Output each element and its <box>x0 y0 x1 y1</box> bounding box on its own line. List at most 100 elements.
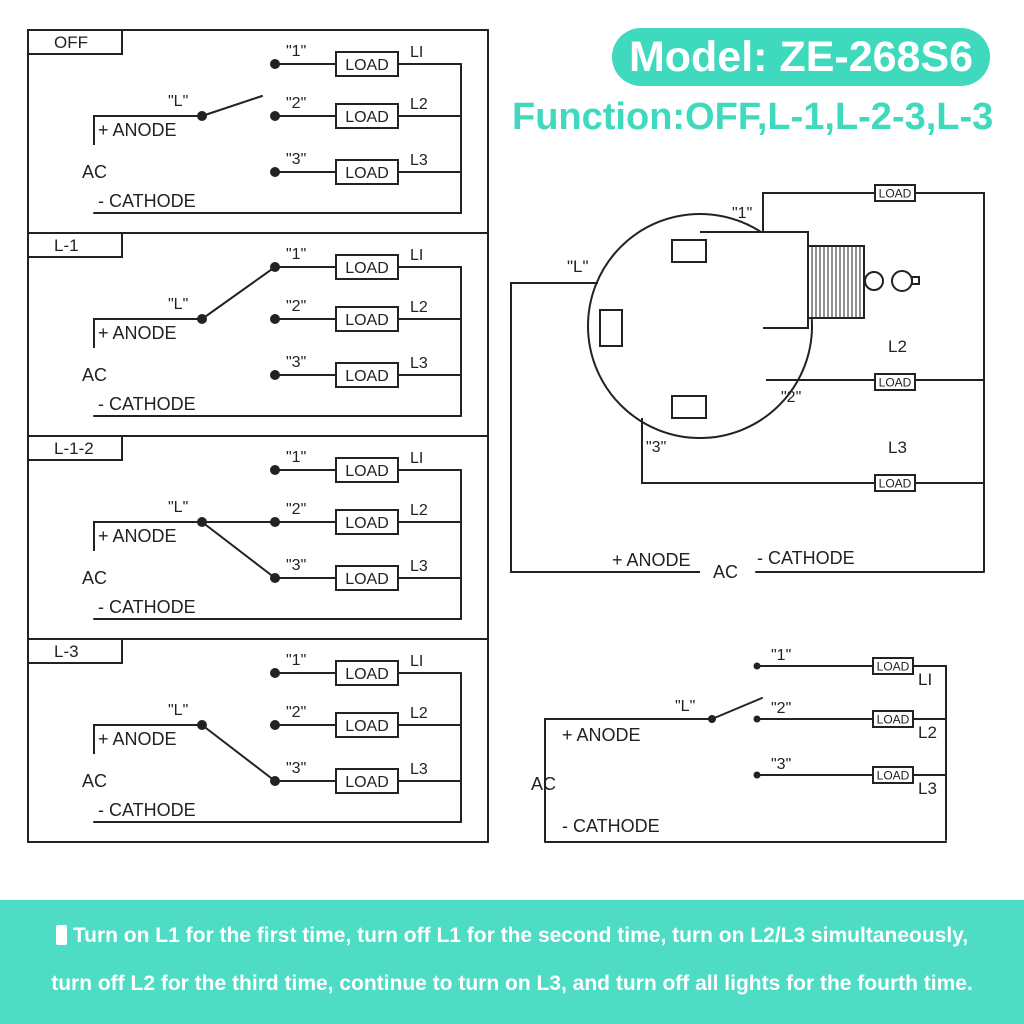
load-label: LOAD <box>345 774 389 791</box>
terminal-label: "3" <box>286 151 306 168</box>
state-tab <box>27 638 123 664</box>
load-label: LOAD <box>345 109 389 126</box>
state-label: L-1 <box>54 236 79 255</box>
state-label: OFF <box>54 33 88 52</box>
terminal-label: "2" <box>286 298 306 315</box>
line-label: L2 <box>410 96 428 113</box>
line-label: L3 <box>918 779 937 798</box>
anode-wire <box>93 115 202 145</box>
cathode-label: - CATHODE <box>757 548 855 568</box>
cathode-label: - CATHODE <box>562 816 660 836</box>
load-label: LOAD <box>345 571 389 588</box>
terminal-pad <box>671 395 707 419</box>
line-label: LI <box>410 247 423 264</box>
terminal-label: "1" <box>286 652 306 669</box>
ac-label: AC <box>82 365 107 385</box>
terminal-label: "3" <box>771 756 791 773</box>
cathode-label: - CATHODE <box>98 597 196 617</box>
line-label: L2 <box>410 502 428 519</box>
anode-wire <box>93 521 202 551</box>
common-label: "L" <box>567 257 589 276</box>
anode-label: + ANODE <box>98 526 177 546</box>
terminal-label: "1" <box>732 205 752 222</box>
load-label: LOAD <box>345 165 389 182</box>
load-label: LOAD <box>877 659 910 673</box>
terminal-label: "3" <box>286 557 306 574</box>
terminal-label: "2" <box>781 389 801 406</box>
terminal-label: "2" <box>286 95 306 112</box>
line-label: L2 <box>410 705 428 722</box>
switch-mount <box>700 232 808 328</box>
state-panels: OFF "1" LOAD LI "2" LOAD L2 "3" LOAD L3 - CATHODE +… <box>27 29 489 843</box>
ac-label: AC <box>82 771 107 791</box>
common-label: "L" <box>168 499 188 516</box>
switch-arm <box>201 266 276 320</box>
load-box <box>335 103 399 129</box>
load-label: LOAD <box>879 186 912 200</box>
anode-label: + ANODE <box>562 725 641 745</box>
anode-wire <box>93 318 202 348</box>
terminal-label: "1" <box>286 246 306 263</box>
chain-bead <box>864 271 884 291</box>
chain-bead <box>891 270 913 292</box>
load-label: LOAD <box>345 312 389 329</box>
load-box <box>335 712 399 738</box>
line-label: LI <box>410 450 423 467</box>
common-label: "L" <box>168 296 188 313</box>
load-label: LOAD <box>345 463 389 480</box>
load-box <box>874 373 916 391</box>
line-label: L3 <box>410 558 428 575</box>
line-label: L2 <box>888 337 907 356</box>
load-box <box>335 660 399 686</box>
load-box <box>335 768 399 794</box>
terminal-label: "2" <box>286 704 306 721</box>
terminal-label: "2" <box>286 501 306 518</box>
state-label: L-3 <box>54 642 79 661</box>
terminal-label: "1" <box>771 647 791 664</box>
switch-arm <box>201 95 263 117</box>
load-box <box>335 362 399 388</box>
terminal-label: "3" <box>286 354 306 371</box>
switch-arm <box>201 521 276 579</box>
state-tab <box>27 232 123 258</box>
load-label: LOAD <box>345 718 389 735</box>
load-box <box>335 457 399 483</box>
anode-label: + ANODE <box>98 729 177 749</box>
model-badge: Model: ZE-268S6 <box>612 28 990 86</box>
banner-line-2: turn off L2 for the third time, continue… <box>51 972 973 995</box>
ac-label: AC <box>82 568 107 588</box>
state-label: L-1-2 <box>54 439 94 458</box>
terminal-label: "3" <box>286 760 306 777</box>
terminal-pad <box>671 239 707 263</box>
terminal-pad <box>599 309 623 347</box>
bullet-icon <box>55 925 67 945</box>
line-label: LI <box>410 653 423 670</box>
banner-line-1: Turn on L1 for the first time, turn off … <box>0 924 1024 948</box>
line-label: L2 <box>918 723 937 742</box>
anode-label: + ANODE <box>612 550 691 570</box>
terminal-label: "2" <box>771 700 791 717</box>
wire-3 <box>641 418 984 484</box>
load-label: LOAD <box>345 666 389 683</box>
cathode-label: - CATHODE <box>98 191 196 211</box>
cathode-label: - CATHODE <box>98 800 196 820</box>
anode-wire <box>93 724 202 754</box>
switch-arm <box>711 697 763 720</box>
ac-label: AC <box>531 774 556 794</box>
anode-wire <box>544 718 712 842</box>
common-label: "L" <box>168 702 188 719</box>
terminal-label: "1" <box>286 449 306 466</box>
wire-1 <box>762 192 985 572</box>
state-tab <box>27 435 123 461</box>
anode-label: + ANODE <box>98 120 177 140</box>
load-box <box>874 184 916 202</box>
load-box <box>874 474 916 492</box>
wiring-diagram: OFF "1" LOAD LI "2" LOAD L2 "3" LOAD L3 - CATHODE +… <box>27 29 985 843</box>
ac-label: AC <box>713 562 738 582</box>
load-label: LOAD <box>877 712 910 726</box>
load-label: LOAD <box>345 260 389 277</box>
